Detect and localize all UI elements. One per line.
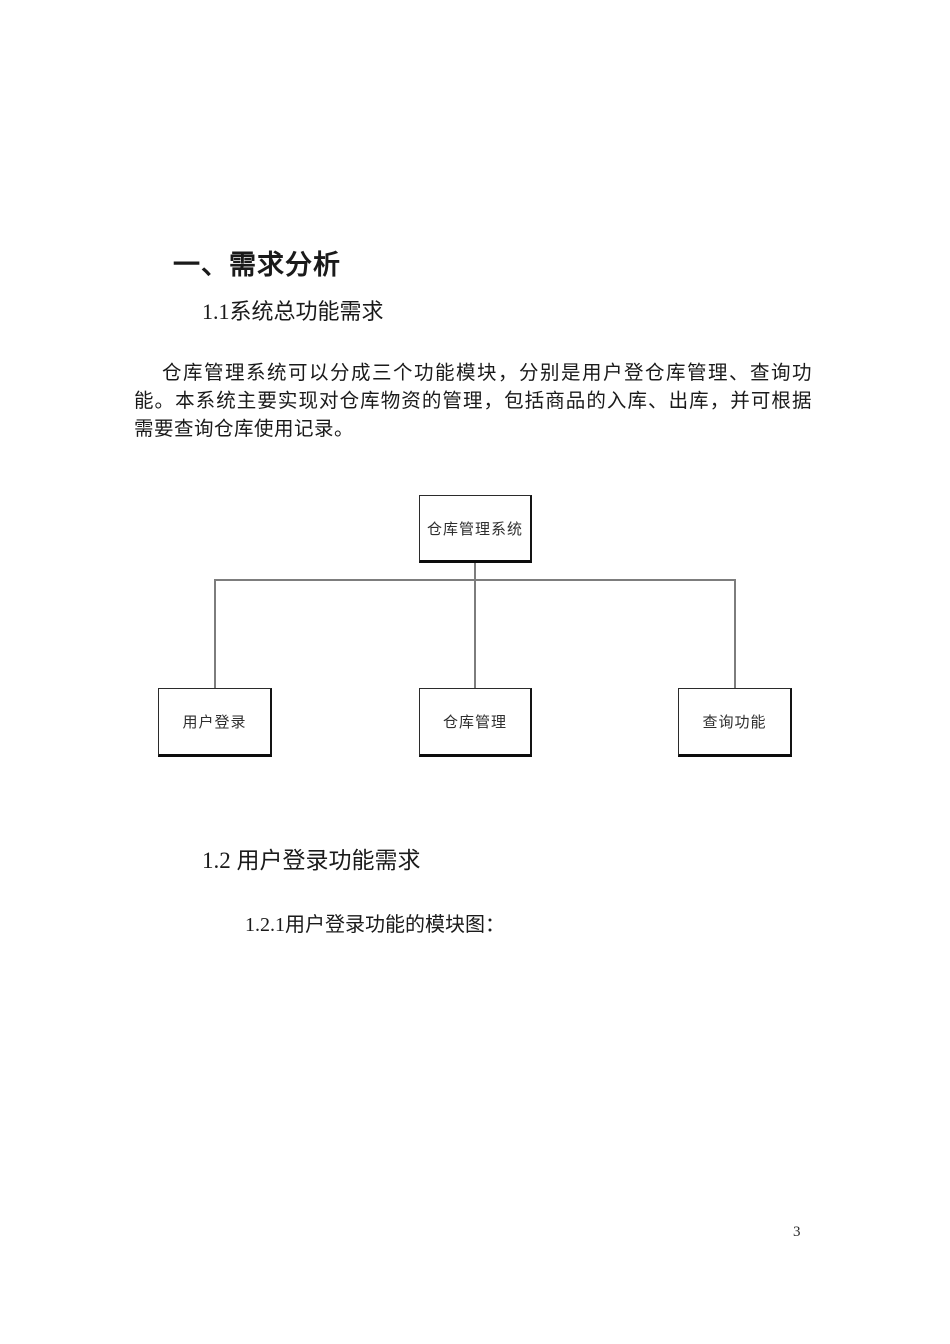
heading-section-1-2: 1.2 用户登录功能需求 (202, 848, 421, 873)
heading-section-1-1: 1.1系统总功能需求 (202, 299, 384, 324)
connector-line-vertical-left (214, 579, 216, 688)
diagram-box-label: 查询功能 (702, 715, 767, 731)
diagram-box-label: 用户登录 (182, 715, 247, 731)
page-number: 3 (793, 1224, 801, 1240)
connector-line-horizontal (214, 579, 736, 581)
diagram-box-warehouse-management: 仓库管理 (419, 688, 532, 757)
diagram-box-query-function: 查询功能 (678, 688, 792, 757)
diagram-box-label: 仓库管理系统 (426, 521, 523, 538)
heading-section-1-2-1: 1.2.1用户登录功能的模块图： (245, 914, 505, 936)
diagram-box-warehouse-system: 仓库管理系统 (419, 495, 532, 563)
heading-requirements-analysis: 一、需求分析 (173, 250, 341, 280)
diagram-box-label: 仓库管理 (442, 715, 507, 731)
diagram-box-user-login: 用户登录 (158, 688, 272, 757)
connector-line-vertical-right (734, 579, 736, 688)
connector-line-vertical-center (474, 563, 476, 688)
body-paragraph: 仓库管理系统可以分成三个功能模块，分别是用户登仓库管理、查询功能。本系统主要实现… (134, 363, 812, 440)
